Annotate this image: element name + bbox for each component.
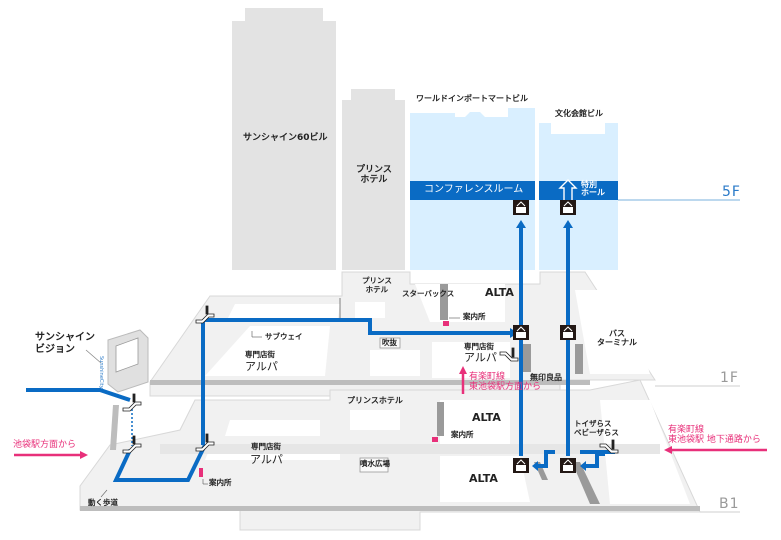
route-left-entry [26, 388, 131, 402]
from-yurakucho-east-line2: 東池袋駅方面から [469, 382, 542, 393]
special-hall-label: 特別 ホール [581, 180, 605, 198]
floor-label-b1: B1 [719, 496, 740, 512]
1f-prince-hotel-label: プリンス ホテル [362, 276, 392, 294]
b1-alta-bottom-label: ALTA [469, 472, 498, 485]
b1-prince-hotel-label: プリンスホテル [347, 396, 403, 405]
elevator-icon [513, 325, 529, 340]
prince-hotel-label-line2: ホテル [360, 175, 388, 186]
elevator-icons [513, 200, 576, 473]
route-arrowhead-b1-b [580, 461, 586, 471]
prince-hotel-building [342, 89, 405, 270]
bus-terminal-line2: ターミナル [597, 338, 637, 348]
floor-label-1f: 1F [720, 370, 739, 386]
escalator-icon [499, 347, 519, 362]
sunshine-vision-line2: ビジョン [35, 343, 75, 355]
1f-prince-hotel-line1: プリンス [362, 276, 392, 285]
special-hall-band [539, 181, 618, 200]
starbucks-label: スターバックス [402, 289, 455, 298]
fukinuke-label: 吹抜 [382, 338, 397, 347]
direction-arrowhead-yurakucho-underground [664, 446, 672, 454]
from-yurakucho-underground-line1: 有楽町線 [668, 425, 705, 435]
sunshine-vision-label: サンシャイン ビジョン [35, 332, 95, 355]
b1-info2-label: 案内所 [209, 478, 232, 487]
from-yurakucho-east-label: 有楽町線 東池袋駅方面から [469, 372, 541, 393]
special-hall-up-arrow [558, 179, 578, 200]
escalator-icons [122, 305, 619, 454]
bus-terminal-line1: バス [609, 329, 625, 338]
bunka-kaikan-label: 文化会館ビル [555, 109, 603, 118]
info-marker-1f [443, 321, 449, 326]
sunshine-vision [85, 329, 149, 393]
b1-info-label: 案内所 [451, 430, 474, 439]
info-marker-b1-top [432, 437, 438, 442]
prince-hotel-label-line1: プリンス [356, 165, 392, 175]
escalator-icon [195, 305, 215, 324]
1f-prince-hotel-line2: ホテル [365, 284, 389, 294]
route-arrowhead-up-bunka [563, 220, 573, 228]
b1-alpa-sub-label: 専門店街 [251, 442, 281, 451]
1f-alpa-sub-label: 専門店街 [245, 350, 275, 359]
1f-info-label: 案内所 [463, 312, 486, 321]
toys-line1: トイザらス [574, 419, 612, 428]
moving-walkway-label: 動く歩道 [88, 498, 118, 507]
direction-arrows [14, 366, 767, 459]
funsui-label: 噴水広場 [360, 459, 390, 468]
conference-room-band [410, 181, 535, 200]
conference-room-label: コンファレンスルーム [424, 184, 524, 195]
info-marker-b1-left [199, 468, 203, 477]
direction-arrowhead-yurakucho-east [459, 366, 467, 374]
from-ikebukuro-label: 池袋駅方面から [13, 440, 77, 450]
from-yurakucho-underground-label: 有楽町線 東池袋駅 地下通路から [668, 425, 761, 446]
1f-alpa2-label: アルパ [464, 351, 497, 364]
prince-hotel-label: プリンス ホテル [356, 165, 392, 186]
floor-b1-plate [79, 379, 740, 531]
b1-alpa-label: アルパ [250, 453, 283, 466]
direction-arrowhead-ikebukuro [80, 451, 88, 459]
vision-brand-label: SunshineCity [98, 356, 104, 389]
route-b1-walkway [112, 444, 207, 482]
elevator-icon [513, 200, 529, 215]
route-1f-main [203, 318, 510, 335]
special-hall-label-line1: 特別 [581, 180, 597, 189]
route-lines [26, 228, 615, 482]
b1-alta-top-label: ALTA [472, 411, 501, 424]
route-b1-right-a [538, 450, 555, 468]
from-yurakucho-underground-line2: 東池袋駅 地下通路から [668, 435, 761, 446]
subway-label: サブウェイ [265, 332, 303, 341]
elevator-icon [560, 200, 576, 215]
escalator-icon [122, 393, 142, 412]
bus-terminal-label: バス ターミナル [597, 329, 637, 347]
toys-label: トイザらス ベビーザらス [574, 419, 619, 437]
muji-label: 無印良品 [530, 373, 562, 382]
escalator-icon [599, 439, 619, 454]
1f-alta-label: ALTA [485, 286, 514, 299]
special-hall-label-line2: ホール [581, 188, 605, 198]
1f-alpa-label: アルパ [245, 360, 278, 373]
sunshine-vision-line1: サンシャイン [35, 332, 95, 343]
1f-alpa2-sub-label: 専門店街 [464, 342, 494, 351]
escalator-icon [195, 433, 215, 452]
elevator-icon [560, 325, 576, 340]
elevator-icon [560, 458, 576, 473]
moving-walkway [110, 405, 119, 450]
elevator-icon [513, 458, 529, 473]
toys-line2: ベビーザらス [574, 427, 619, 437]
world-import-mart-label: ワールドインポートマートビル [416, 94, 528, 103]
escalator-icon [122, 435, 142, 454]
from-yurakucho-east-line1: 有楽町線 [469, 372, 506, 382]
route-arrowhead-b1-a [532, 461, 538, 471]
sunshine60-building [232, 8, 336, 270]
buildings [232, 8, 740, 270]
route-arrowhead-up-wim [516, 220, 526, 228]
sunshine60-label: サンシャイン60ビル [243, 133, 328, 143]
floor-label-5f: 5F [722, 184, 741, 200]
